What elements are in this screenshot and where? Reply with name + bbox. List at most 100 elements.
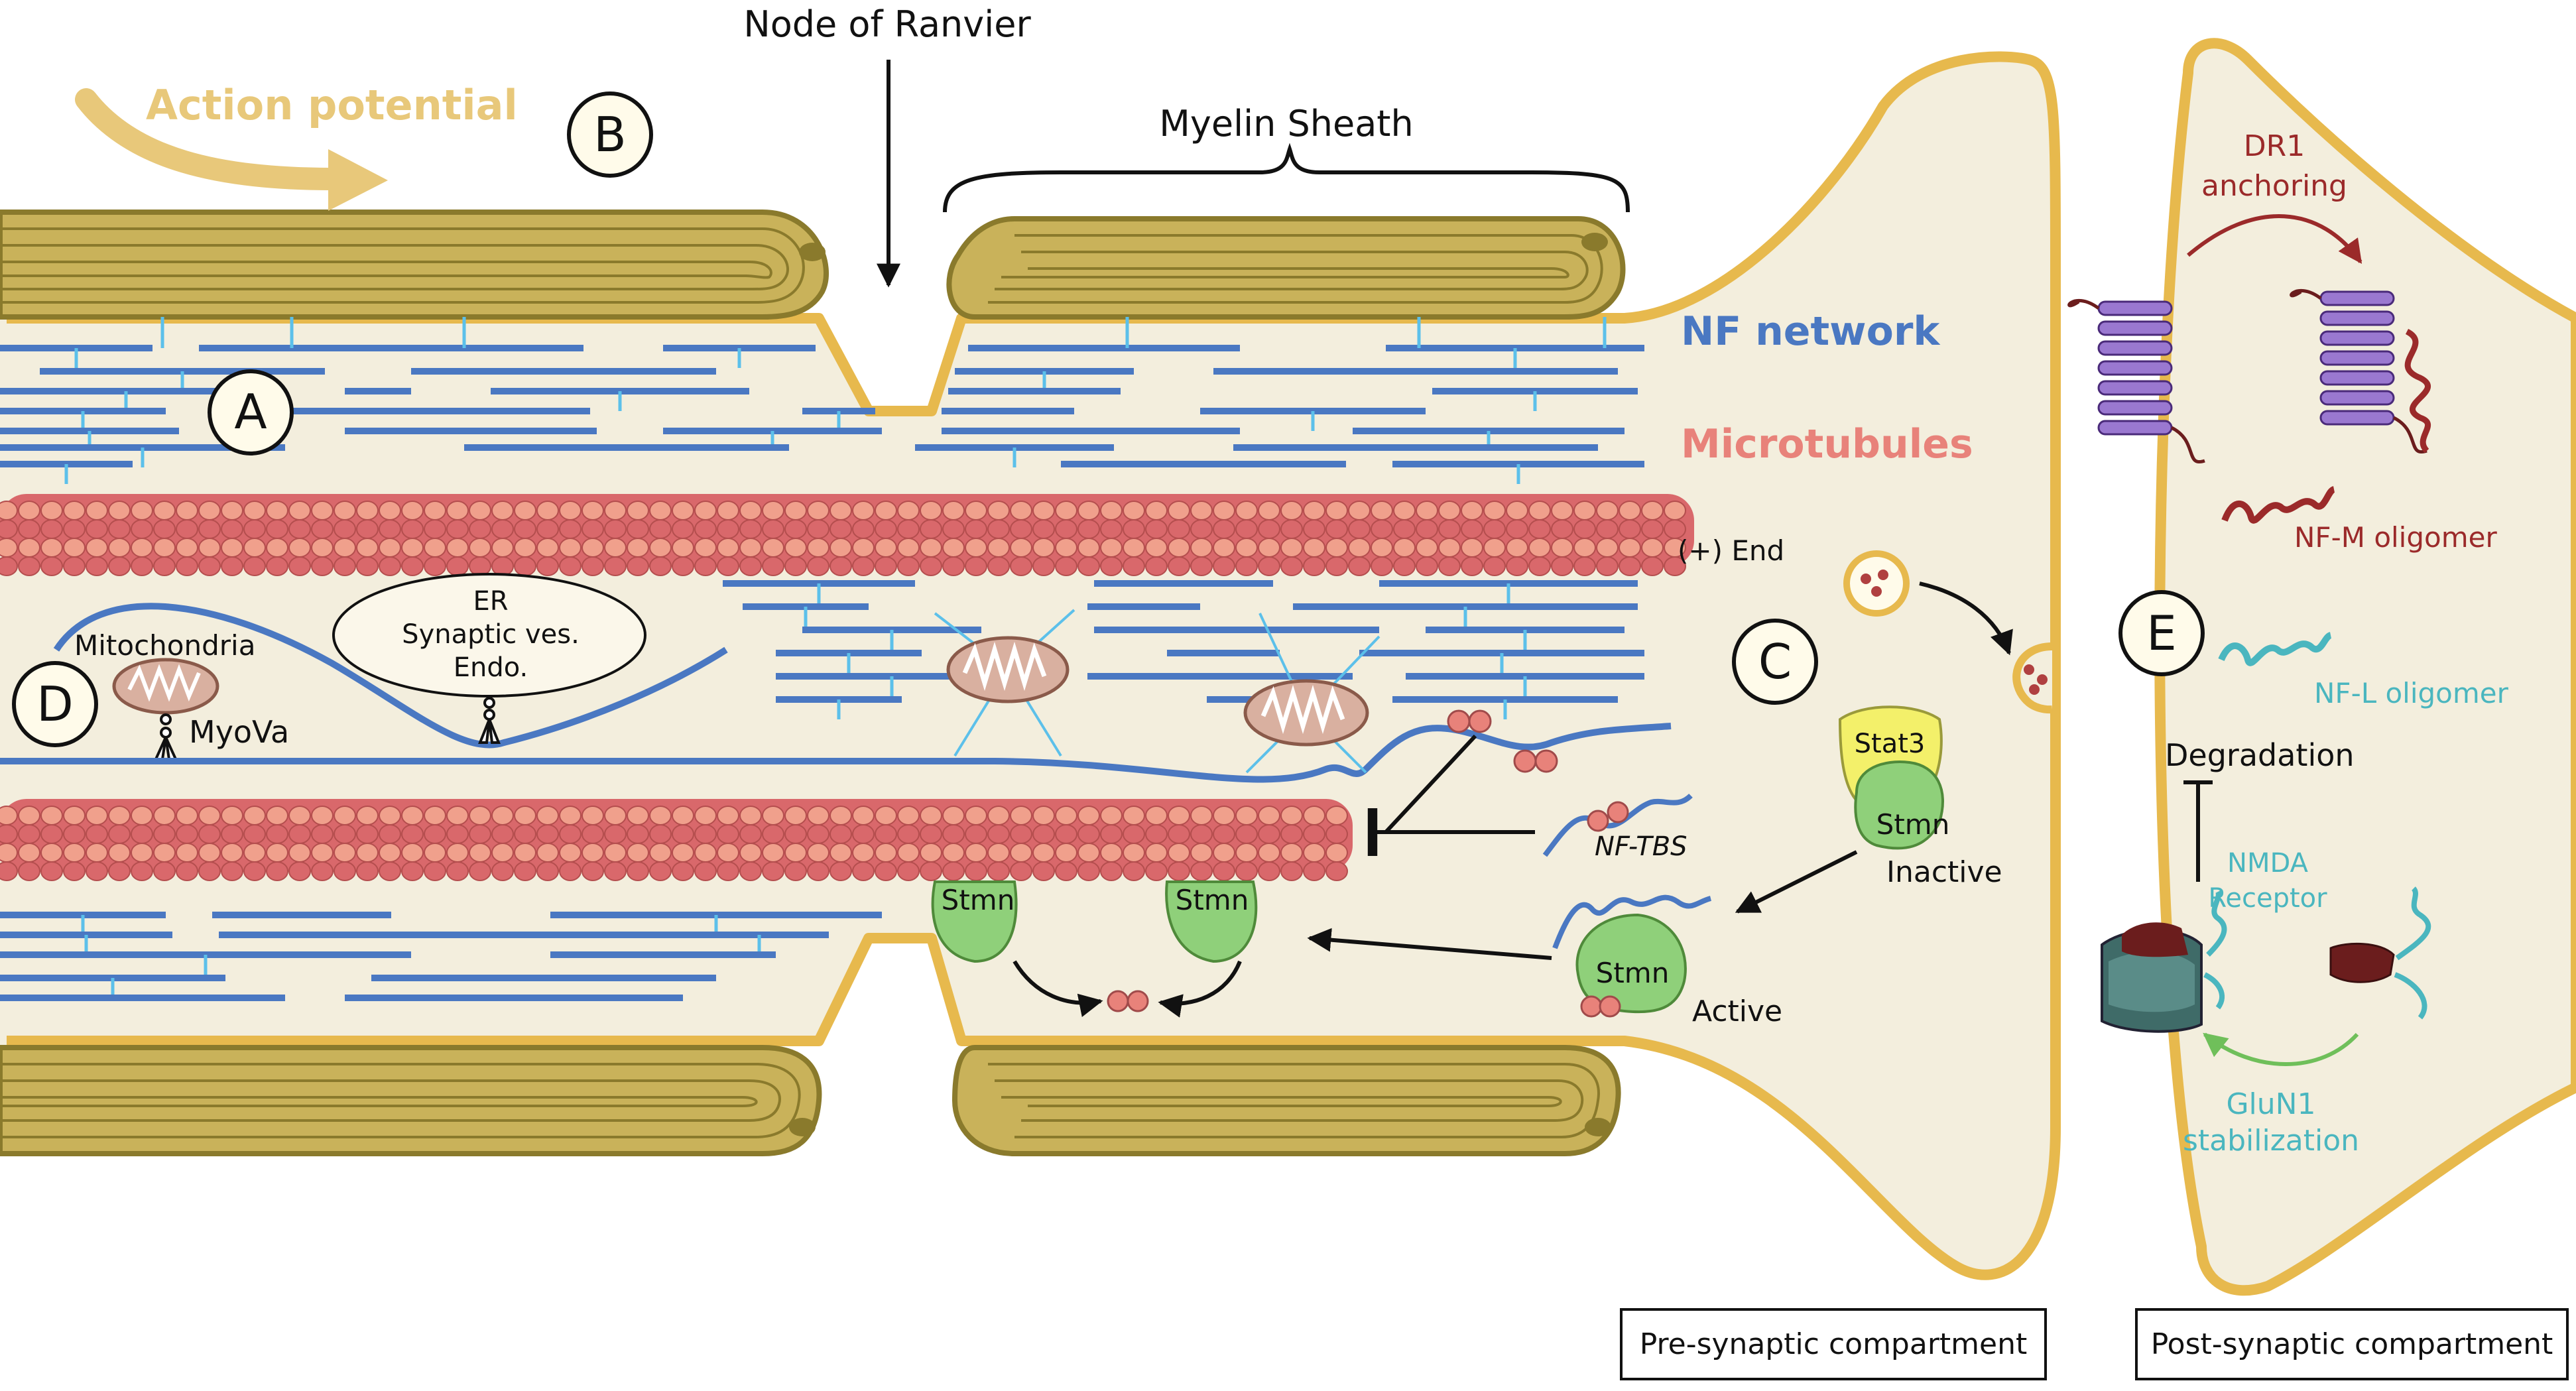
tubulin-subunit <box>1010 501 1032 520</box>
tubulin-subunit <box>0 501 18 520</box>
tubulin-subunit <box>762 843 784 863</box>
tubulin-subunit <box>1168 501 1190 520</box>
tubulin-subunit <box>1190 806 1213 825</box>
tubulin-subunit <box>243 843 266 863</box>
nfm-oligomer-label: NF-M oligomer <box>2294 521 2497 554</box>
tubulin-subunit <box>694 501 717 520</box>
tubulin-subunit <box>965 824 987 844</box>
tubulin-subunit <box>1145 824 1168 844</box>
tubulin-subunit <box>1077 556 1100 576</box>
receptor-helix <box>2319 310 2395 326</box>
tubulin-subunit <box>717 501 739 520</box>
tubulin-subunit <box>1145 501 1168 520</box>
tubulin-subunit <box>852 824 875 844</box>
tubulin-subunit <box>1303 556 1325 576</box>
tubulin-subunit <box>446 538 469 558</box>
active-to-axon-arrow <box>1307 928 1552 960</box>
tubulin-subunit <box>356 519 379 539</box>
microtubule-lower <box>0 799 1353 881</box>
tubulin-subunit <box>1123 519 1145 539</box>
tubulin-subunit <box>1348 519 1371 539</box>
tubulin-subunit <box>1168 806 1190 825</box>
tubulin-subunit <box>829 806 852 825</box>
tubulin-subunit <box>469 538 491 558</box>
tubulin-subunit <box>875 861 897 881</box>
tubulin-subunit <box>672 824 694 844</box>
tubulin-subunit <box>1213 519 1235 539</box>
tubulin-subunit <box>536 806 559 825</box>
myelin-sheath-label: Myelin Sheath <box>1159 103 1413 145</box>
tubulin-subunit <box>311 824 334 844</box>
tubulin-subunit <box>875 824 897 844</box>
tubulin-subunit <box>514 501 536 520</box>
tubulin-subunit <box>288 861 311 881</box>
tubulin-subunit <box>491 861 514 881</box>
tubulin-subunit <box>18 824 40 844</box>
tubulin-subunit <box>63 806 86 825</box>
tubulin-subunit <box>334 843 356 863</box>
tubulin-subunit <box>1213 806 1235 825</box>
tubulin-subunit <box>739 824 762 844</box>
glun1-label-line1: GluN1 <box>2226 1087 2315 1121</box>
tubulin-subunit <box>424 824 446 844</box>
tubulin-subunit <box>1506 519 1528 539</box>
tubulin-subunit <box>559 861 582 881</box>
tubulin-subunit <box>1280 824 1303 844</box>
tubulin-subunit <box>153 861 176 881</box>
receptor-helix <box>2097 300 2173 316</box>
degradation-label: Degradation <box>2165 737 2355 773</box>
tubulin-subunit <box>18 861 40 881</box>
tubulin-subunit <box>469 556 491 576</box>
tubulin-subunit <box>1190 519 1213 539</box>
tubulin-subunit <box>784 843 807 863</box>
tubulin-subunit <box>63 519 86 539</box>
tubulin-subunit <box>1213 843 1235 863</box>
tubulin-subunit <box>131 824 153 844</box>
tubulin-subunit <box>334 824 356 844</box>
tubulin-subunit <box>176 824 198 844</box>
tubulin-subunit <box>1325 861 1348 881</box>
tubulin-subunit <box>920 501 942 520</box>
tubulin-subunit <box>649 501 672 520</box>
tubulin-subunit <box>379 501 401 520</box>
tubulin-subunit <box>356 861 379 881</box>
panel-a-letter: A <box>234 384 267 440</box>
tubulin-subunit <box>604 843 627 863</box>
tubulin-subunit <box>1438 538 1461 558</box>
tubulin-subunit <box>1235 519 1258 539</box>
tubulin-subunit <box>1303 501 1325 520</box>
nf-tbs-peptide-bound <box>1447 709 1558 773</box>
tubulin-subunit <box>1280 501 1303 520</box>
tubulin-subunit <box>1506 556 1528 576</box>
tubulin-subunit <box>153 501 176 520</box>
tubulin-subunit <box>536 843 559 863</box>
tubulin-subunit <box>717 861 739 881</box>
tubulin-subunit <box>198 861 221 881</box>
tubulin-subunit <box>491 538 514 558</box>
tubulin-subunit <box>1055 843 1077 863</box>
tubulin-subunit <box>108 538 131 558</box>
panel-c-badge: C <box>1732 619 1818 705</box>
tubulin-subunit <box>717 556 739 576</box>
tubulin-subunit <box>807 556 829 576</box>
pre-synaptic-caption-box <box>1620 1308 2047 1380</box>
tubulin-subunit <box>469 501 491 520</box>
tubulin-subunit <box>108 861 131 881</box>
tubulin-subunit <box>1258 843 1280 863</box>
tubulin-subunit <box>356 538 379 558</box>
tubulin-subunit <box>40 861 63 881</box>
tubulin-subunit <box>536 824 559 844</box>
tubulin-subunit <box>1213 556 1235 576</box>
tubulin-subunit <box>1077 519 1100 539</box>
tubulin-subunit <box>694 556 717 576</box>
receptor-tail <box>2290 289 2322 300</box>
tubulin-subunit <box>198 538 221 558</box>
nmda-label-line2: Receptor <box>2208 883 2327 914</box>
stathmin-left: Stmn <box>931 880 1018 963</box>
tubulin-subunit <box>401 806 424 825</box>
tubulin-subunit <box>176 843 198 863</box>
tubulin-subunit <box>672 519 694 539</box>
stmn-active-complex: Stmn <box>1552 894 1712 1018</box>
tubulin-subunit <box>108 556 131 576</box>
tubulin-subunit <box>536 501 559 520</box>
